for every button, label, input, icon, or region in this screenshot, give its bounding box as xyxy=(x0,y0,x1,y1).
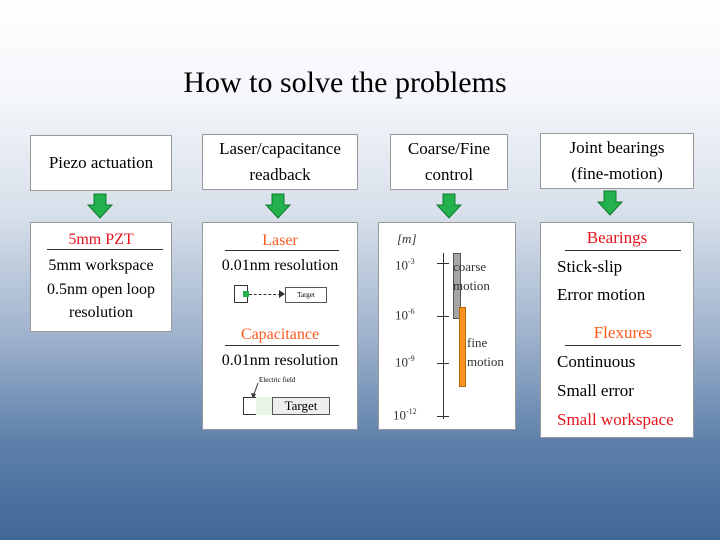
bearings-heading: Bearings xyxy=(586,228,648,247)
panel-bearings: Bearings Stick-slip Error motion Flexure… xyxy=(540,222,694,438)
flexures-line2: Small error xyxy=(557,381,634,400)
field-arrow-icon xyxy=(251,382,259,399)
laser-beam xyxy=(249,294,281,295)
down-arrow-icon xyxy=(596,190,624,216)
flexures-line3: Small workspace xyxy=(557,410,674,429)
panel-scale: [m] 10-3 10-6 10-9 10-12 coarse motion f… xyxy=(378,222,516,430)
capacitance-target: Target xyxy=(272,397,330,415)
flexures-heading: Flexures xyxy=(593,323,653,342)
capacitance-probe xyxy=(243,397,257,415)
coarse-motion-bar xyxy=(453,253,461,319)
coarse-motion-label: coarse motion xyxy=(453,259,490,293)
fine-motion-bar xyxy=(459,307,466,387)
header-text-line2: control xyxy=(424,165,474,184)
panel-readback: Laser 0.01nm resolution Target Capacitan… xyxy=(202,222,358,430)
laser-resolution: 0.01nm resolution xyxy=(221,257,339,274)
header-text-line1: Coarse/Fine xyxy=(407,139,491,158)
scale-tick xyxy=(437,263,449,264)
pzt-heading: 5mm PZT xyxy=(68,231,134,248)
scale-tick xyxy=(437,363,449,364)
header-laser-capacitance: Laser/capacitance readback xyxy=(202,134,358,190)
electric-field-label: Electric field xyxy=(259,376,296,384)
slide-title: How to solve the problems xyxy=(183,66,507,99)
panel-piezo: 5mm PZT 5mm workspace 0.5nm open loop re… xyxy=(30,222,172,332)
capacitance-heading: Capacitance xyxy=(240,326,320,343)
laser-target: Target xyxy=(285,287,327,303)
down-arrow-icon xyxy=(264,193,292,219)
header-joint-bearings: Joint bearings (fine-motion) xyxy=(540,133,694,189)
capacitance-resolution: 0.01nm resolution xyxy=(221,352,339,369)
laser-heading: Laser xyxy=(262,232,298,249)
heading-underline xyxy=(565,345,681,346)
bearings-line1: Stick-slip xyxy=(557,257,623,276)
scale-axis xyxy=(443,253,444,419)
header-coarse-fine: Coarse/Fine control xyxy=(390,134,508,190)
tick-label-1e-3: 10-3 xyxy=(395,257,415,273)
header-text-line1: Joint bearings xyxy=(569,138,665,157)
down-arrow-icon xyxy=(435,193,463,219)
header-piezo-actuation: Piezo actuation xyxy=(30,135,172,191)
scale-tick xyxy=(437,416,449,417)
header-text: Piezo actuation xyxy=(48,153,154,172)
pzt-line2: 0.5nm open loop xyxy=(47,281,155,298)
flexures-line1: Continuous xyxy=(557,352,636,371)
pzt-line1: 5mm workspace xyxy=(48,257,154,274)
laser-emitter xyxy=(243,291,249,297)
pzt-line3: resolution xyxy=(69,304,133,321)
tick-label-1e-9: 10-9 xyxy=(395,354,415,370)
beam-arrow-icon xyxy=(279,290,285,298)
bearings-line2: Error motion xyxy=(557,285,646,304)
tick-label-1e-6: 10-6 xyxy=(395,307,415,323)
header-text-line2: (fine-motion) xyxy=(571,164,663,183)
header-text-line2: readback xyxy=(249,165,311,184)
heading-underline xyxy=(225,345,339,346)
down-arrow-icon xyxy=(86,193,114,219)
fine-motion-label: fine motion xyxy=(467,335,504,369)
tick-label-1e-12: 10-12 xyxy=(393,407,417,423)
heading-underline xyxy=(47,249,163,250)
heading-underline xyxy=(565,250,681,251)
heading-underline xyxy=(225,250,339,251)
capacitance-gap xyxy=(256,397,272,415)
header-text-line1: Laser/capacitance xyxy=(219,139,341,158)
scale-tick xyxy=(437,316,449,317)
scale-unit: [m] xyxy=(397,231,417,246)
